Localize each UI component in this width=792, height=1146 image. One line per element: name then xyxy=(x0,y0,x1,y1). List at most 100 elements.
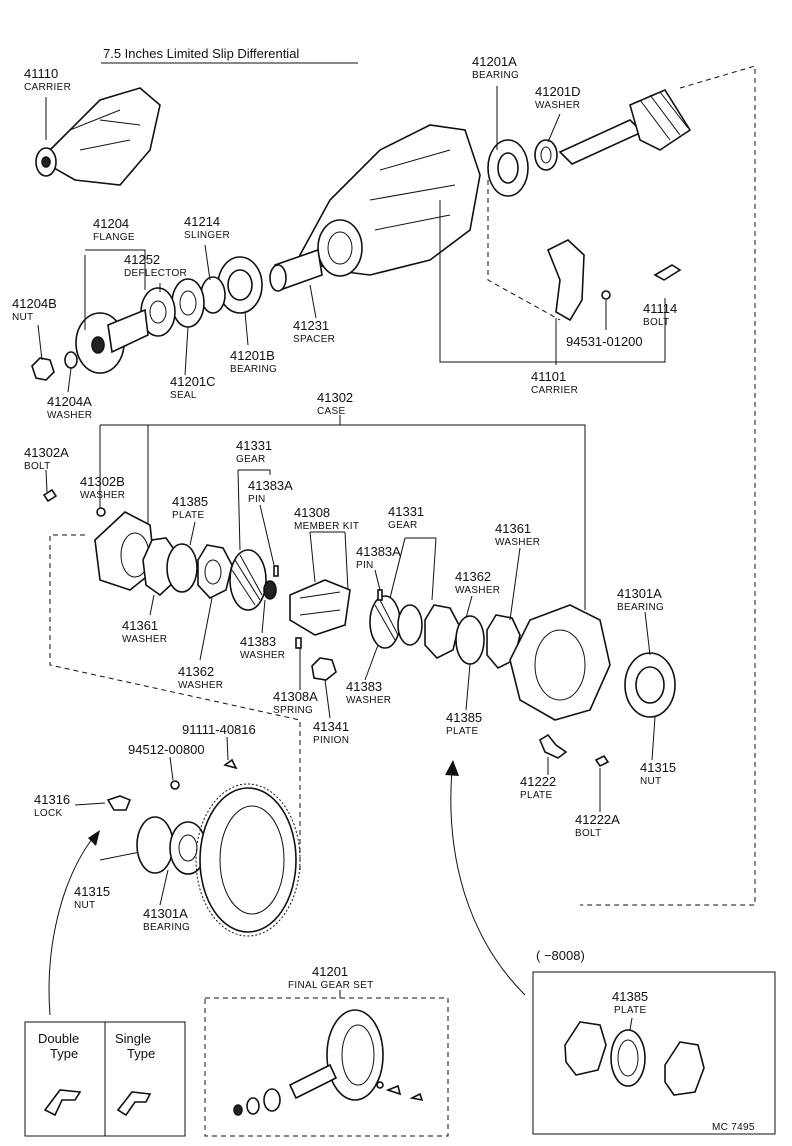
label-41315-right-name: NUT xyxy=(640,776,661,787)
member-kit-41308 xyxy=(289,579,351,636)
label-41383-right-name: WASHER xyxy=(346,695,391,706)
drive-pinion-illustration xyxy=(558,88,692,165)
carrier-cap-41101 xyxy=(546,239,585,322)
label-41315-left-number: 41315 xyxy=(74,884,110,899)
flange-41204 xyxy=(75,308,149,374)
label-41308-number: 41308 xyxy=(294,505,330,520)
label-91111-number: 91111-40816 xyxy=(182,722,256,737)
label-41385-right-name: PLATE xyxy=(446,726,478,737)
label-41252-number: 41252 xyxy=(124,252,160,267)
label-41204-name: FLANGE xyxy=(93,232,135,243)
label-41204b-number: 41204B xyxy=(12,296,57,311)
arrow-left-head xyxy=(88,830,100,846)
double-type-label-2: Type xyxy=(50,1046,78,1061)
carrier-housing-41101 xyxy=(298,124,481,277)
left-side-gear-41331 xyxy=(229,549,277,611)
label-41101-name: CARRIER xyxy=(531,385,578,396)
label-41331-right-name: GEAR xyxy=(388,520,418,531)
label-41214-name: SLINGER xyxy=(184,230,230,241)
label-41331-right-number: 41331 xyxy=(388,504,424,519)
final-gear-set-box xyxy=(204,997,449,1137)
left-clutch-stack xyxy=(142,537,233,599)
label-94531-number: 94531-01200 xyxy=(566,334,643,349)
label-41383a-right-name: PIN xyxy=(356,560,374,571)
label-41222a-number: 41222A xyxy=(575,812,620,827)
double-type-lock-icon xyxy=(43,1089,82,1117)
label-41385-right-number: 41385 xyxy=(446,710,482,725)
label-41362-left-name: WASHER xyxy=(178,680,223,691)
label-41302-name: CASE xyxy=(317,406,345,417)
label-41201d-number: 41201D xyxy=(535,84,581,99)
label-41361-left-number: 41361 xyxy=(122,618,158,633)
label-94512-number: 94512-00800 xyxy=(128,742,205,757)
single-type-lock-icon xyxy=(116,1091,152,1117)
label-41302a-number: 41302A xyxy=(24,445,69,460)
label-41204a-name: WASHER xyxy=(47,410,92,421)
label-41361-left-name: WASHER xyxy=(122,634,167,645)
bolt-91111 xyxy=(223,758,238,770)
washer-41201d xyxy=(534,139,558,171)
washer-94531 xyxy=(601,290,611,300)
label-41385-left-name: PLATE xyxy=(172,510,204,521)
spacer-41231 xyxy=(269,248,323,292)
label-41204b-name: NUT xyxy=(12,312,33,323)
diagram-title: 7.5 Inches Limited Slip Differential xyxy=(103,46,299,61)
bearing-41301a-right xyxy=(624,652,676,718)
slinger-41214 xyxy=(200,276,226,314)
washer-41204a xyxy=(64,351,78,369)
inset-plates xyxy=(564,1017,705,1096)
label-41301a-right-name: BEARING xyxy=(617,602,664,613)
label-41361-right-name: WASHER xyxy=(495,537,540,548)
label-41383-right-number: 41383 xyxy=(346,679,382,694)
label-41315-right-number: 41315 xyxy=(640,760,676,775)
label-41383a-right-number: 41383A xyxy=(356,544,401,559)
label-41341-number: 41341 xyxy=(313,719,349,734)
label-41301a-right-number: 41301A xyxy=(617,586,662,601)
pin-41383a-left xyxy=(273,565,279,577)
label-41331-left-name: GEAR xyxy=(236,454,266,465)
label-41308a-name: SPRING xyxy=(273,705,313,716)
single-type-label-1: Single xyxy=(115,1031,151,1046)
right-side-gear-41331 xyxy=(369,595,423,649)
label-41316-number: 41316 xyxy=(34,792,70,807)
assembly-dashed-outline xyxy=(580,65,756,906)
label-41383a-left-name: PIN xyxy=(248,494,266,505)
label-41301a-left-name: BEARING xyxy=(143,922,190,933)
washer-94512 xyxy=(170,780,180,790)
spring-41308a xyxy=(295,637,302,649)
inset-range-label: ( −8008) xyxy=(536,948,585,963)
bolt-41302a xyxy=(42,488,58,503)
label-41110-number: 41110 xyxy=(24,66,58,81)
lock-41316 xyxy=(106,795,132,811)
bearing-41201b xyxy=(217,256,263,314)
nut-41204b xyxy=(31,357,55,381)
single-type-label-2: Type xyxy=(127,1046,155,1061)
label-41201c-number: 41201C xyxy=(170,374,216,389)
label-41201b-name: BEARING xyxy=(230,364,277,375)
label-41252-name: DEFLECTOR xyxy=(124,268,187,279)
label-41385-left-number: 41385 xyxy=(172,494,208,509)
deflector-41252 xyxy=(140,287,176,337)
double-type-label-1: Double xyxy=(38,1031,79,1046)
label-41222-name: PLATE xyxy=(520,790,552,801)
label-41383-left-number: 41383 xyxy=(240,634,276,649)
label-41114-name: BOLT xyxy=(643,317,670,328)
arrow-left xyxy=(48,834,96,1016)
washer-41302b xyxy=(96,507,106,517)
case-41302-bracket xyxy=(99,415,586,610)
label-41214-number: 41214 xyxy=(184,214,220,229)
label-41204-number: 41204 xyxy=(93,216,129,231)
bolt-41114 xyxy=(653,264,682,281)
arrow-right-head xyxy=(445,760,459,776)
label-41385-inset-name: PLATE xyxy=(614,1005,646,1016)
final-gear-set-illustration xyxy=(233,1009,424,1116)
pinion-dashed-guide xyxy=(487,180,561,321)
label-41222-number: 41222 xyxy=(520,774,556,789)
right-clutch-stack xyxy=(424,604,521,669)
bearing-41301a-left xyxy=(136,816,207,875)
label-41301a-left-number: 41301A xyxy=(143,906,188,921)
seal-41201c xyxy=(171,278,205,328)
label-41383-left-name: WASHER xyxy=(240,650,285,661)
label-41114-number: 41114 xyxy=(643,301,677,316)
